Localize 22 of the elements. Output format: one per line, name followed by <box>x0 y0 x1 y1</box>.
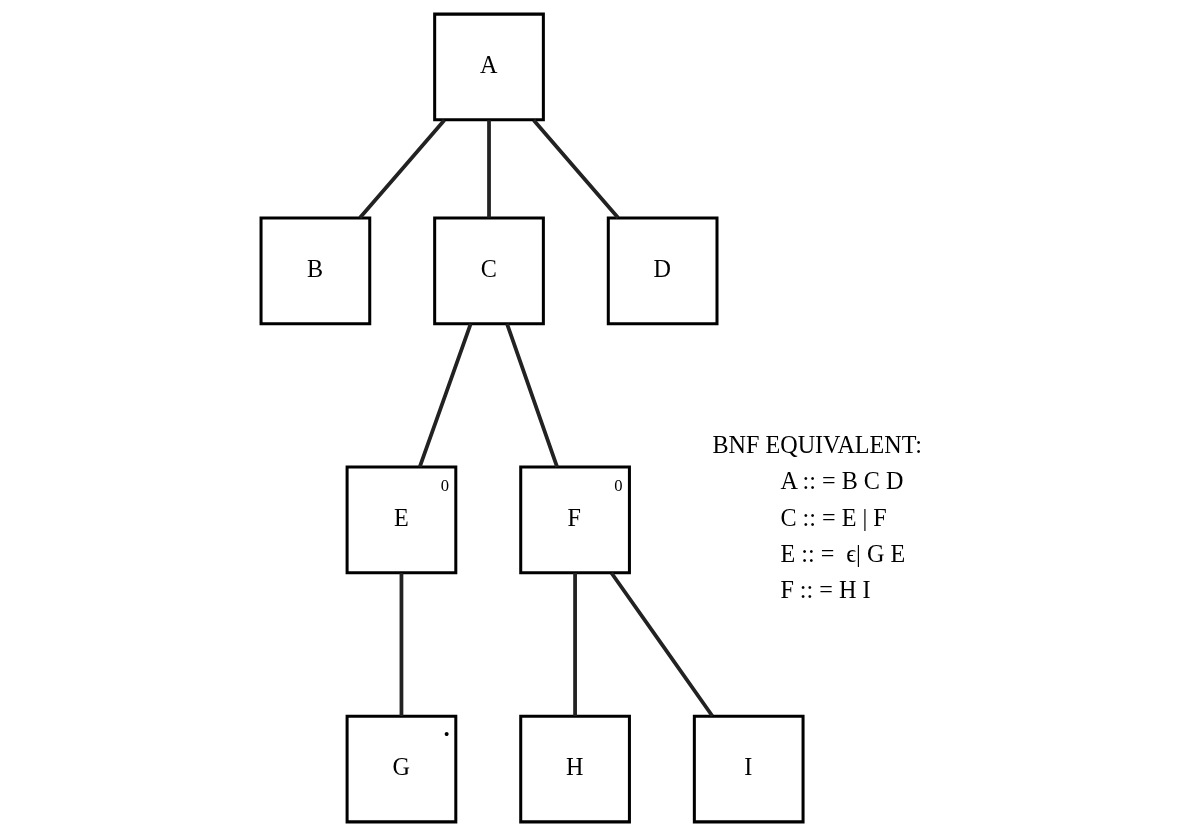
label: F :: = H I <box>779 576 870 604</box>
label: A :: = B C D <box>779 467 903 495</box>
connector <box>486 120 491 218</box>
node-box: I <box>692 714 805 824</box>
node-box: A <box>432 12 545 122</box>
connector <box>399 573 403 716</box>
connector <box>358 118 446 219</box>
node-box: 0 E <box>345 465 457 575</box>
node-box: • G <box>345 714 457 824</box>
label: C :: = E | F <box>779 503 887 531</box>
node-box: H <box>518 714 631 824</box>
connector <box>609 571 714 718</box>
connector <box>572 573 577 716</box>
node-box: C <box>432 216 545 326</box>
node-box: B <box>259 216 371 326</box>
node-box: D <box>606 216 718 326</box>
connector <box>531 118 619 219</box>
node-box: 0 F <box>518 465 631 575</box>
connector <box>417 323 472 468</box>
label: BNF EQUIVALENT: <box>711 431 922 459</box>
label: E :: = ϵ| G E <box>779 539 905 567</box>
connector <box>504 323 559 468</box>
